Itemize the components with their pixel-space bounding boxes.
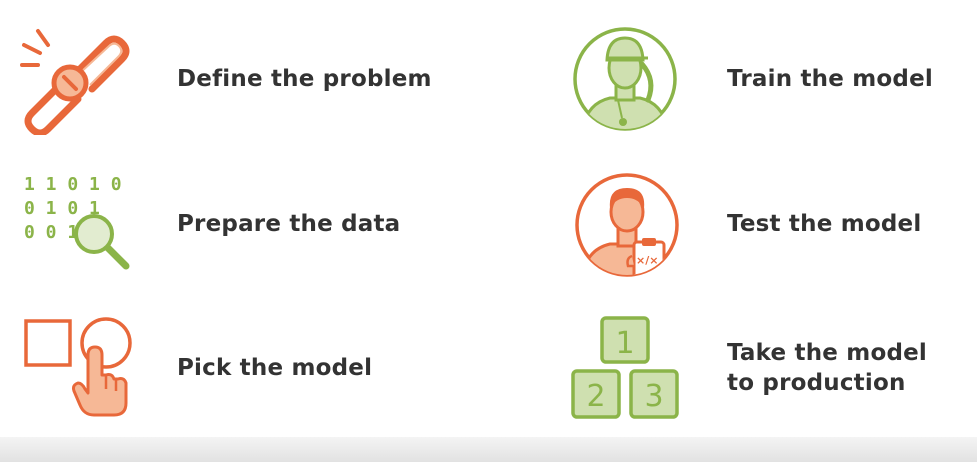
clipboard-marks: ×/×	[636, 254, 658, 267]
numbered-blocks-icon: 1 2 3	[571, 316, 679, 419]
binary-magnifier-icon: 1 1 0 1 0 0 1 0 1 0 0 1	[24, 174, 130, 270]
block-1	[600, 316, 650, 364]
footer-bar	[0, 437, 977, 462]
step-label-line-1: Take the model	[727, 340, 928, 366]
step-label: Test the model	[727, 211, 922, 237]
hand-icon	[72, 345, 128, 417]
step-label: Train the model	[727, 66, 933, 92]
broken-chain-icon	[20, 29, 130, 135]
tester-avatar-icon: ×/×	[575, 173, 679, 277]
square-shape	[24, 319, 72, 367]
step-label: Define the problem	[177, 66, 432, 92]
binary-row-2: 0 1 0 1	[24, 198, 100, 219]
block-3	[629, 369, 679, 419]
coach-avatar-icon	[573, 27, 677, 131]
block-2	[571, 369, 621, 419]
pointing-hand-shapes-icon	[24, 317, 132, 417]
step-label: Pick the model	[177, 355, 373, 381]
step-label: Prepare the data	[177, 211, 401, 237]
binary-row-3: 0 0 1	[24, 222, 78, 243]
block-3-number: 3	[644, 379, 663, 414]
magnifier-handle	[104, 244, 130, 270]
block-2-number: 2	[586, 379, 605, 414]
block-1-number: 1	[615, 326, 634, 361]
binary-row-1: 1 1 0 1 0	[24, 174, 122, 195]
magnifier-lens	[74, 214, 114, 254]
circle-shape	[80, 317, 132, 369]
step-label-line-2: to production	[727, 370, 906, 396]
